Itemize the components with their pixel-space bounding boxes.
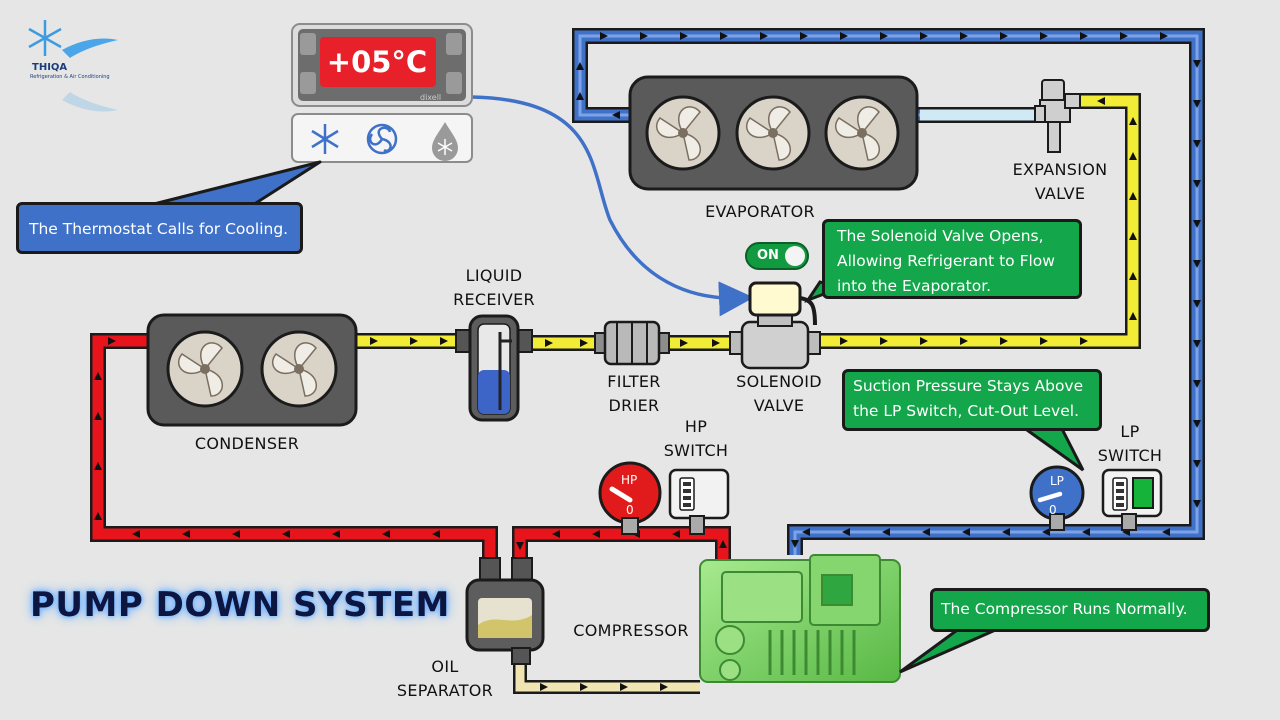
thermostat-brand: dixell [420,93,441,102]
hp-gauge-label: HP [621,473,638,487]
oil-separator[interactable] [465,557,545,665]
thermostat-signal-wire [471,95,754,317]
oil-separator-label-1: OIL [431,657,459,676]
hp-switch-label-1: HP [684,417,708,436]
oil-return-line [513,660,700,694]
logo-tagline: Refrigeration & Air Conditioning [30,74,110,80]
compressor[interactable] [699,554,901,683]
snowflake-logo-icon [28,20,62,56]
suction-callout-line-2: the LP Switch, Cut-Out Level. [853,402,1079,420]
toggle-knob [785,246,805,266]
hp-gauge-zero: 0 [626,503,634,517]
lp-gauge-label: LP [1050,474,1064,488]
lp-gauge [1029,465,1085,531]
condenser-label: CONDENSER [194,434,300,453]
suction-callout-line-1: Suction Pressure Stays Above [853,377,1084,395]
hp-gauge [598,461,662,535]
solenoid-valve-label-2: VALVE [753,396,805,415]
filter-drier-label-2: DRIER [608,396,660,415]
suction-flow-arrows [576,32,1201,548]
hp-switch-label-2: SWITCH [663,441,729,460]
lp-switch[interactable] [1101,468,1163,531]
thermostat-readout: +05°C [326,45,428,79]
fan-icon [166,330,244,408]
snowflake-icon [311,124,339,154]
expansion-valve[interactable] [1034,79,1081,153]
logo-name: THIQA [32,62,68,73]
solenoid-valve-label-1: SOLENOID [736,372,822,391]
liquid-flow-arrows [370,97,1137,347]
solenoid-callout-line-1: The Solenoid Valve Opens, [837,227,1044,245]
diagram-title: PUMP DOWN SYSTEM [30,585,450,625]
fan-icon [645,95,721,171]
fan-mode-icon [366,123,398,155]
condenser[interactable] [146,313,358,427]
hp-switch[interactable] [668,468,730,535]
company-logo [28,20,118,112]
thermostat-callout: The Thermostat Calls for Cooling. [16,202,303,254]
toggle-label: ON [757,248,779,263]
filter-drier[interactable] [594,320,670,366]
suction-line [572,28,1205,555]
compressor-label: COMPRESSOR [573,621,689,640]
expansion-valve-label-1: EXPANSION [1012,160,1108,179]
evaporator-label: EVAPORATOR [705,202,815,221]
oil-separator-label-2: SEPARATOR [396,681,494,700]
suction-callout-tail [1015,423,1085,472]
compressor-callout: The Compressor Runs Normally. [930,588,1210,632]
lp-gauge-zero: 0 [1049,503,1057,517]
liquid-receiver-label-2: RECEIVER [453,290,535,309]
liquid-receiver[interactable] [455,314,533,422]
filter-drier-label-1: FILTER [607,372,661,391]
thermostat-controller[interactable]: dixell [291,23,473,107]
solenoid-on-toggle[interactable]: ON [745,242,809,270]
fan-icon [735,95,811,171]
discharge-flow-arrows [94,337,727,550]
thermostat-mode-panel [291,113,473,163]
liquid-receiver-label-1: LIQUID [465,266,523,285]
evaporator[interactable] [628,75,919,191]
solenoid-callout: The Solenoid Valve Opens, Allowing Refri… [822,219,1082,299]
solenoid-valve[interactable] [729,281,821,370]
suction-pressure-callout: Suction Pressure Stays Above the LP Swit… [842,369,1102,431]
solenoid-callout-line-2: Allowing Refrigerant to Flow [837,252,1055,270]
solenoid-callout-line-3: into the Evaporator. [837,277,992,295]
compressor-callout-tail [899,626,1001,674]
defrost-icon [432,122,458,161]
expansion-valve-label-2: VALVE [1034,184,1086,203]
lp-switch-label-1: LP [1120,422,1140,441]
lp-switch-label-2: SWITCH [1097,446,1163,465]
fan-icon [260,330,338,408]
fan-icon [824,95,900,171]
